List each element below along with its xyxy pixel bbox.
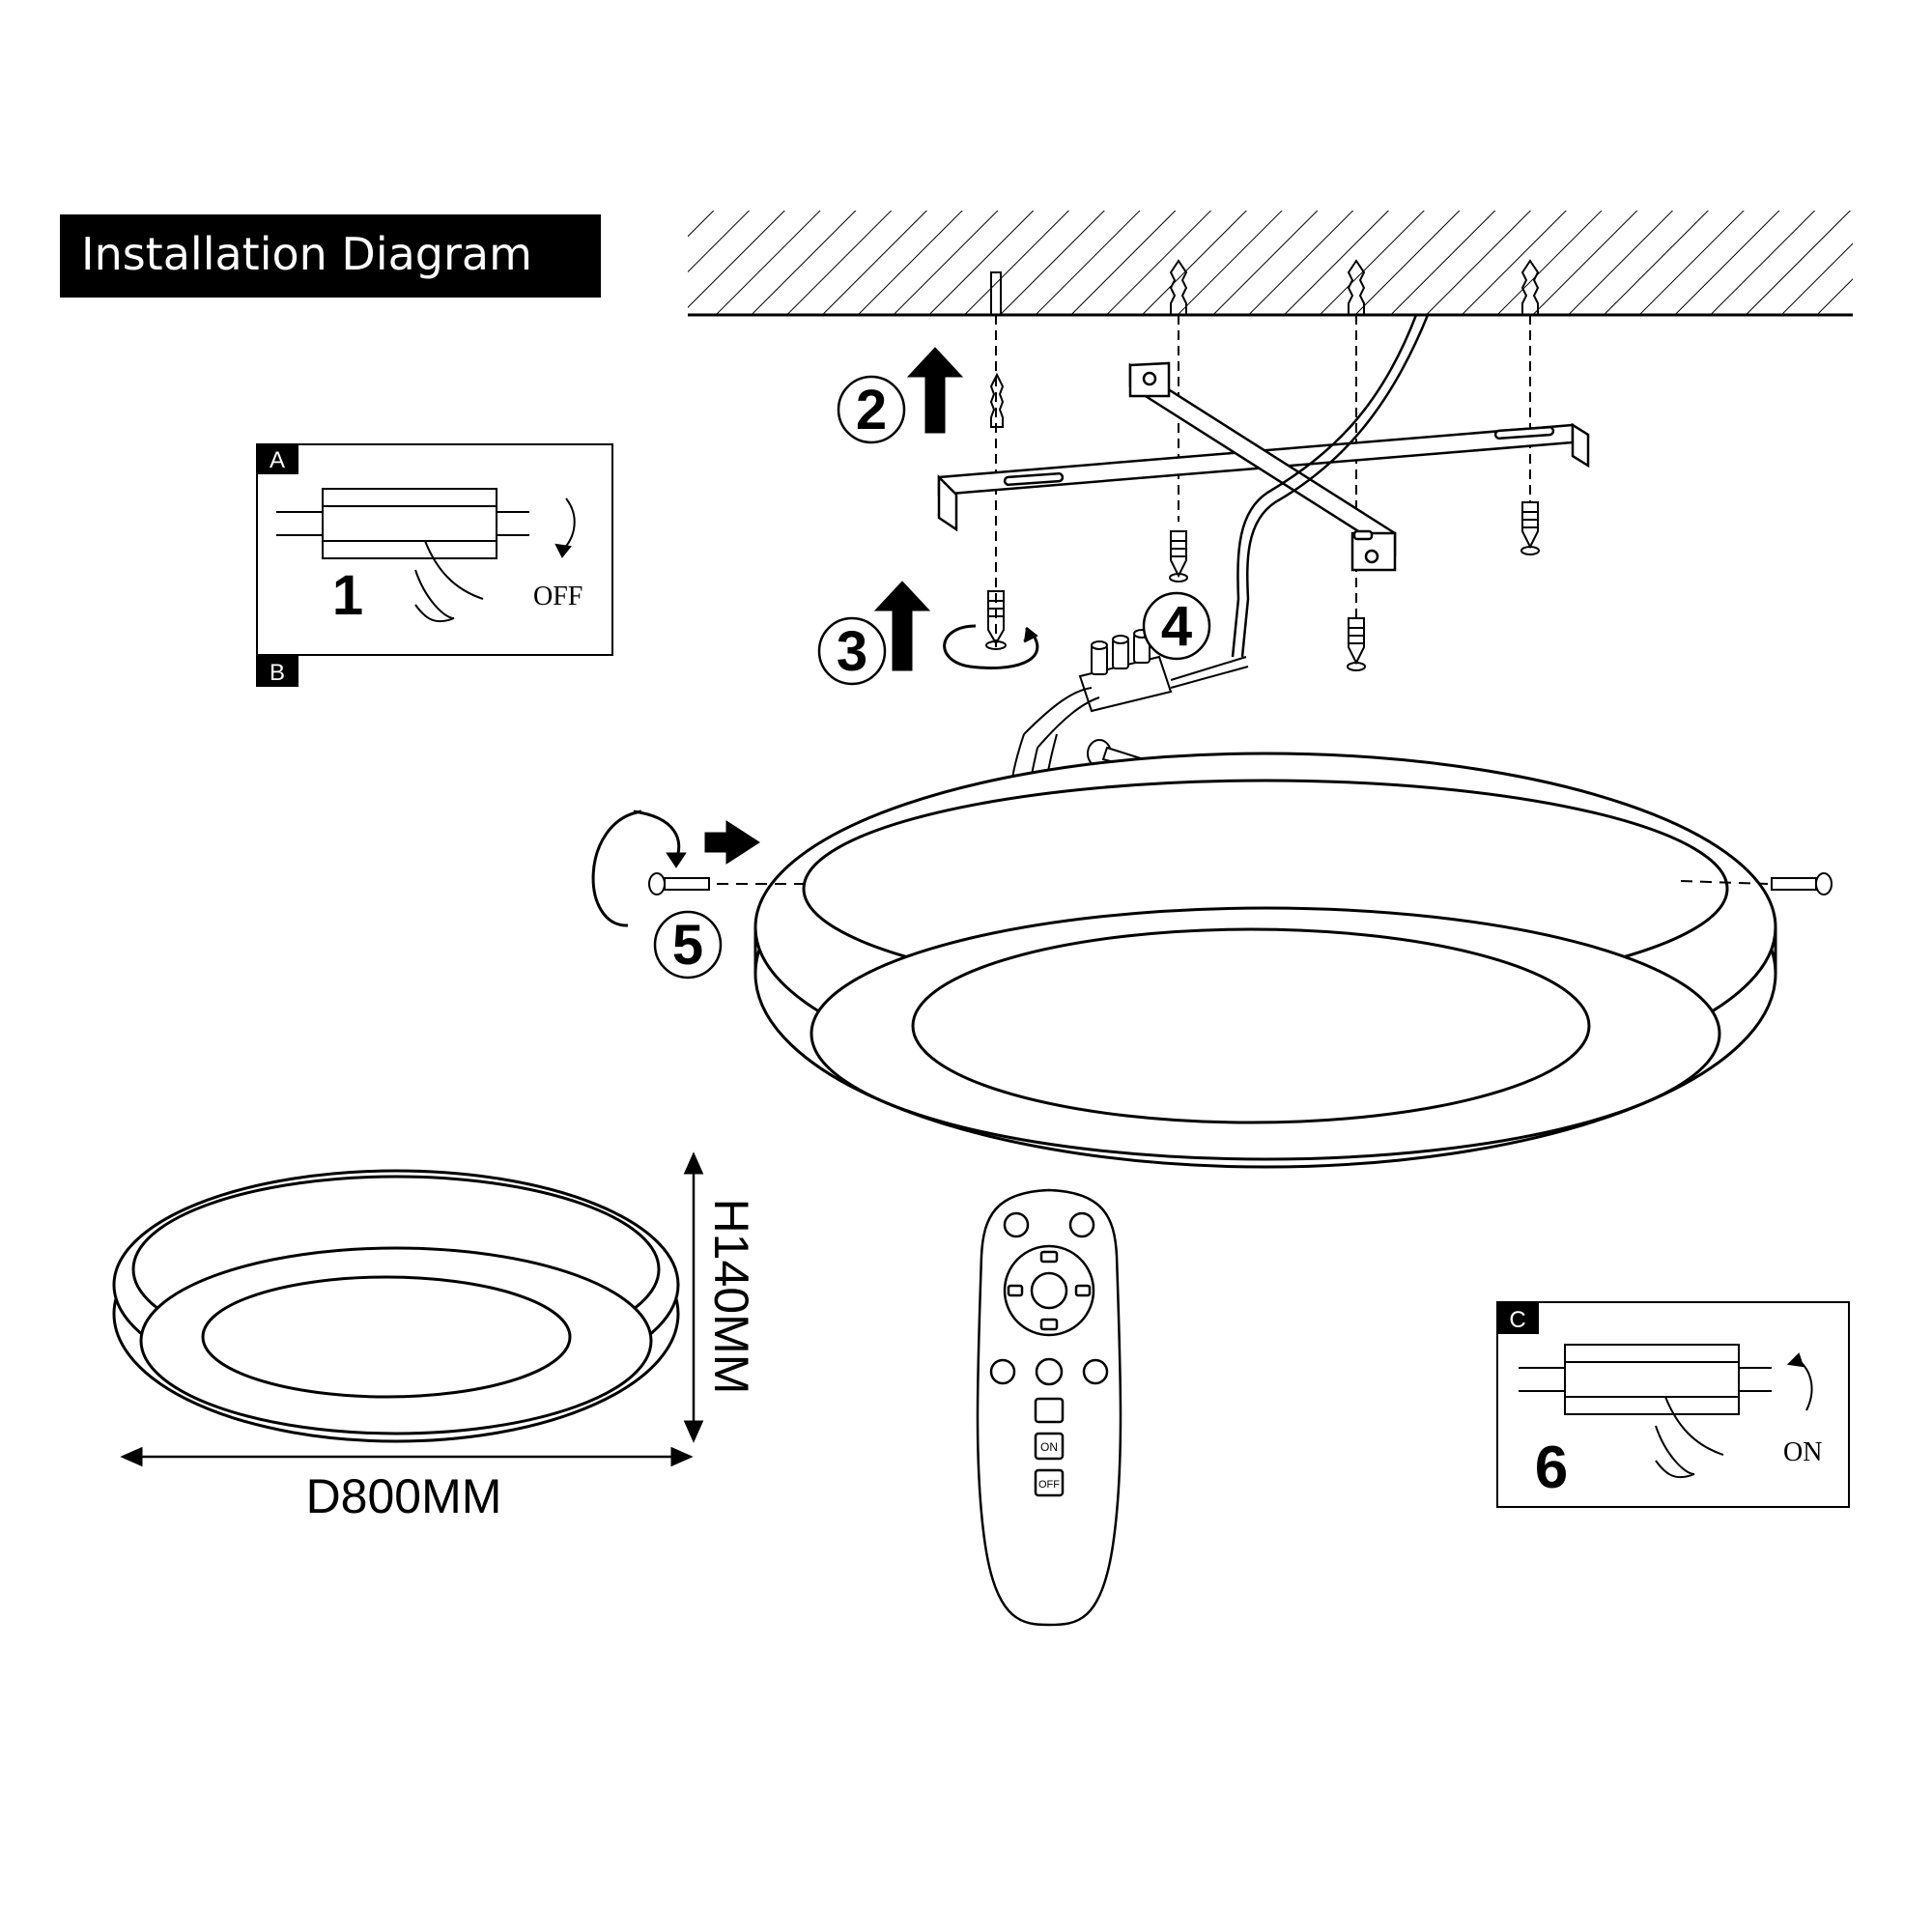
lamp-dimension-view: [112, 1151, 704, 1467]
height-label: H140MM: [704, 1199, 758, 1395]
panel-label-c: C: [1509, 1307, 1525, 1333]
rotate-arrows: [591, 624, 1039, 927]
step-numbers: 1 2 3 4 5 6: [332, 379, 1568, 1501]
remote-off-label: OFF: [1038, 1479, 1060, 1491]
mounting-bracket: [937, 361, 1590, 572]
breaker-panel-on: [1496, 1301, 1850, 1508]
step-arrows: [704, 347, 964, 865]
step-4-number: 4: [1161, 595, 1192, 658]
ceiling-lamp-main: [753, 752, 1777, 1169]
step-2-number: 2: [856, 379, 887, 441]
panel-label-a: A: [270, 447, 285, 473]
breaker-panel-off: [256, 443, 613, 687]
diameter-label: D800MM: [306, 1469, 502, 1523]
ceiling: [688, 211, 1853, 317]
step-1-number: 1: [332, 564, 363, 627]
step-3-number: 3: [837, 620, 867, 683]
diagram-title: Installation Diagram: [81, 228, 532, 280]
switch-on-label: ON: [1783, 1437, 1822, 1467]
side-screws: [648, 872, 1833, 895]
panel-label-b: B: [270, 660, 285, 686]
title-banner: Installation Diagram: [60, 214, 601, 298]
step-5-number: 5: [672, 914, 703, 977]
screws: [985, 501, 1540, 671]
switch-off-label: OFF: [533, 582, 582, 611]
step-6-number: 6: [1535, 1435, 1568, 1501]
power-cable: [1231, 314, 1430, 658]
remote-on-label: ON: [1040, 1440, 1058, 1454]
remote-control: [976, 1188, 1122, 1627]
